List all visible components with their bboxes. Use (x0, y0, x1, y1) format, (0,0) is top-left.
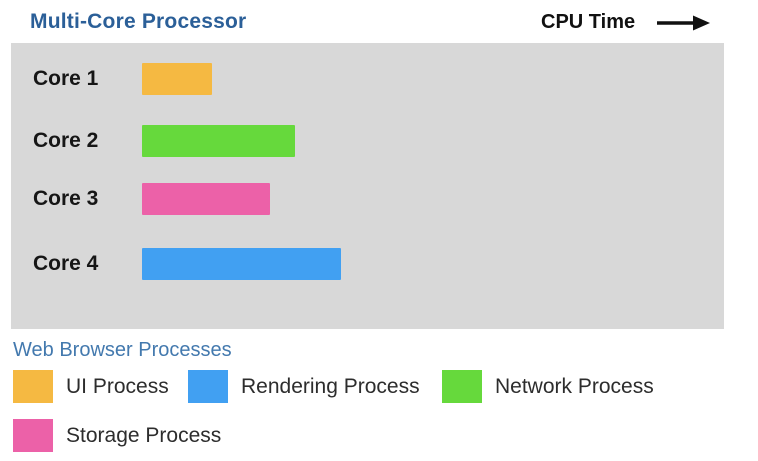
legend-label: Network Process (495, 374, 654, 398)
processor-panel: Core 1 Core 2 Core 3 Core 4 (11, 43, 724, 329)
rendering-process-swatch (188, 370, 228, 403)
core-3-bar-storage-process (142, 183, 270, 215)
core-1-bar-ui-process (142, 63, 212, 95)
network-process-swatch (442, 370, 482, 403)
core-4-label: Core 4 (33, 252, 99, 275)
right-arrow-icon (657, 15, 710, 31)
legend-label: Storage Process (66, 423, 222, 447)
core-row-1: Core 1 (33, 63, 724, 95)
legend-item-ui-process: UI Process (13, 370, 169, 403)
legend-item-storage-process: Storage Process (13, 419, 221, 452)
legend-item-network-process: Network Process (442, 370, 654, 403)
core-row-4: Core 4 (33, 248, 724, 280)
ui-process-swatch (13, 370, 53, 403)
legend-title: Web Browser Processes (13, 339, 232, 361)
core-1-label: Core 1 (33, 67, 99, 90)
core-2-label: Core 2 (33, 129, 99, 152)
diagram-title: Multi-Core Processor (30, 10, 247, 33)
core-row-2: Core 2 (33, 125, 724, 157)
core-4-bar-rendering-process (142, 248, 341, 280)
core-3-label: Core 3 (33, 187, 99, 210)
legend-label: Rendering Process (241, 374, 420, 398)
core-row-3: Core 3 (33, 183, 724, 215)
cpu-time-label: CPU Time (541, 11, 636, 33)
core-2-bar-network-process (142, 125, 295, 157)
legend-label: UI Process (66, 374, 169, 398)
legend-item-rendering-process: Rendering Process (188, 370, 420, 403)
storage-process-swatch (13, 419, 53, 452)
